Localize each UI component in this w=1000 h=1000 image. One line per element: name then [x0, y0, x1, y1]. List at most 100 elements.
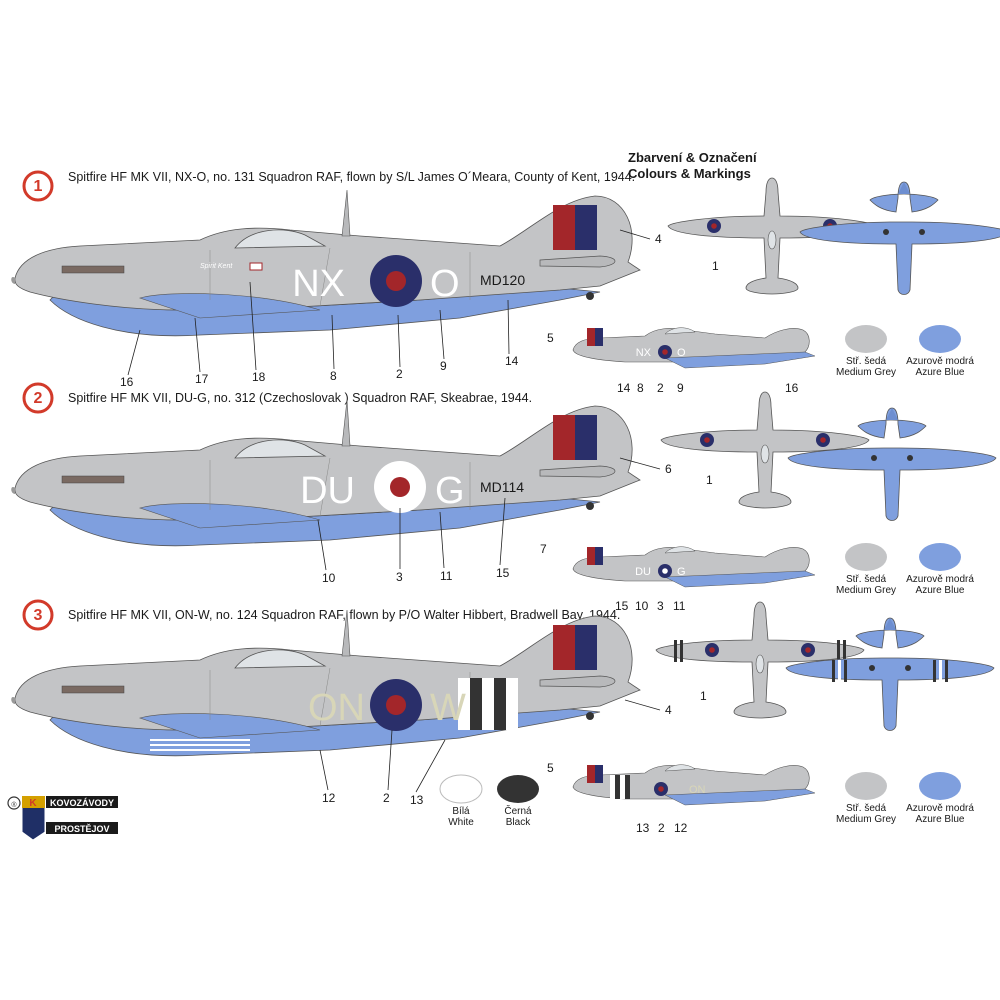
swatch-medium-grey — [845, 325, 887, 353]
callout-label: 13 — [410, 793, 424, 807]
callout-label: 2 — [383, 791, 390, 805]
swatch-label-en: Azure Blue — [916, 367, 965, 378]
kovozavody-logo: ® K KOVOZÁVODY PROSTĚJOV — [7, 795, 118, 841]
swatch-label-cz: Azurově modrá — [906, 574, 974, 585]
callout-label: 2 — [657, 381, 664, 395]
scheme-number: 2 — [34, 390, 43, 407]
swatch-label-cz: Stř. šedá — [846, 356, 886, 367]
swatch-label-en: White — [448, 817, 474, 828]
callout-label: 17 — [195, 372, 209, 386]
callout-label: 11 — [673, 599, 686, 613]
fin-flash-red — [553, 205, 575, 250]
callouts-small-3: 5 13 2 12 — [547, 761, 688, 835]
flag-marking — [249, 262, 263, 271]
callout-label: 9 — [677, 381, 684, 395]
swatch-label-cz: Bílá — [452, 806, 470, 817]
plan-view-bottom-2 — [787, 407, 997, 521]
scheme-title: Spitfire HF MK VII, NX-O, no. 131 Squadr… — [68, 170, 635, 184]
code-letters-left: ON — [308, 687, 365, 729]
logo-line-2: PROSTĚJOV — [54, 823, 109, 834]
callout-label: 5 — [547, 761, 554, 775]
side-profile-1: NX O MD120 Spirit Kent — [10, 189, 641, 337]
plan-view-top-3 — [655, 601, 865, 719]
callout-label: 7 — [540, 542, 547, 556]
callout-label: 1 — [706, 473, 713, 487]
callout-label: 4 — [665, 703, 672, 717]
code-letter-small: O — [677, 347, 686, 359]
scheme-2: 2 Spitfire HF MK VII, DU-G, no. 312 (Cze… — [10, 382, 997, 613]
callout-label: 3 — [657, 599, 664, 613]
callout-label: 3 — [396, 570, 403, 584]
code-letters-left: DU — [300, 470, 355, 512]
code-letter-small: G — [677, 566, 686, 578]
scheme-title: Spitfire HF MK VII, ON-W, no. 124 Squadr… — [68, 608, 620, 622]
fin-flash-blue — [575, 205, 597, 250]
logo-line-1: KOVOZÁVODY — [50, 798, 114, 808]
swatch-label-cz: Azurově modrá — [906, 803, 974, 814]
callout-label: 8 — [637, 381, 644, 395]
swatch-label-en: Medium Grey — [836, 814, 896, 825]
svg-text:®: ® — [11, 801, 17, 809]
swatch-azure-blue — [919, 325, 961, 353]
callout-label: 14 — [505, 354, 519, 368]
callouts-small-2: 7 15 10 3 11 — [540, 542, 686, 613]
callout-label: 2 — [658, 821, 665, 835]
callout-label: 10 — [635, 599, 649, 613]
plan-view-bottom-3 — [785, 617, 995, 731]
callouts-profile-2: 10 3 11 15 6 — [317, 457, 672, 585]
code-letters-left: NX — [292, 263, 345, 305]
callout-label: 12 — [674, 821, 688, 835]
side-profile-2: DU G MD114 — [10, 399, 641, 547]
code-letters-small: DU — [635, 566, 651, 578]
callout-label: 2 — [396, 367, 403, 381]
code-letter-right: G — [435, 470, 465, 512]
callout-label: 12 — [322, 791, 336, 805]
color-swatches-2: Stř. šedá Medium Grey Azurově modrá Azur… — [836, 543, 974, 596]
scheme-title: Spitfire HF MK VII, DU-G, no. 312 (Czech… — [68, 391, 532, 405]
header-title-en: Colours & Markings — [628, 166, 751, 181]
swatch-label-cz: Stř. šedá — [846, 574, 886, 585]
code-letter-right: O — [430, 263, 460, 305]
callout-label: 1 — [700, 689, 707, 703]
color-swatches-bw-3: Bílá White Černá Black — [439, 774, 539, 828]
callout-label: 10 — [322, 571, 336, 585]
code-letters-small: NX — [636, 347, 652, 359]
logo-mark: K — [29, 798, 37, 809]
scheme-number: 1 — [34, 178, 43, 195]
callouts-profile-1: 16 17 18 8 2 9 14 4 — [120, 229, 662, 389]
swatch-label-en: Azure Blue — [916, 814, 965, 825]
callout-label: 16 — [120, 375, 134, 389]
swatch-label-en: Black — [506, 817, 531, 828]
callouts-profile-3: 12 2 13 4 — [319, 699, 672, 807]
callouts-small-1: 5 14 8 2 9 16 — [547, 331, 799, 395]
profile-number-badge: 2 — [22, 382, 54, 414]
code-letters-small: ON — [689, 784, 706, 796]
fuselage-roundel — [370, 255, 422, 307]
callout-label: 15 — [496, 566, 510, 580]
callout-label: 1 — [712, 259, 719, 273]
color-swatches-1: Stř. šedá Medium Grey Azurově modrá Azur… — [836, 325, 974, 378]
callout-label: 4 — [655, 232, 662, 246]
callout-label: 9 — [440, 359, 447, 373]
scheme-3: 3 Spitfire HF MK VII, ON-W, no. 124 Squa… — [10, 599, 995, 835]
callout-label: 5 — [547, 331, 554, 345]
scheme-number: 3 — [34, 607, 43, 624]
callout-label: 15 — [615, 599, 629, 613]
color-swatches-3: Stř. šedá Medium Grey Azurově modrá Azur… — [836, 772, 974, 825]
callout-label: 6 — [665, 462, 672, 476]
callout-lines — [127, 229, 651, 376]
callout-label: 13 — [636, 821, 650, 835]
swatch-label-en: Medium Grey — [836, 367, 896, 378]
callout-label: 16 — [785, 381, 799, 395]
swatch-label-en: Azure Blue — [916, 585, 965, 596]
swatch-label-cz: Azurově modrá — [906, 356, 974, 367]
scheme-1: 1 Spitfire HF MK VII, NX-O, no. 131 Squa… — [10, 150, 1000, 395]
swatch-label-cz: Stř. šedá — [846, 803, 886, 814]
callout-label: 8 — [330, 369, 337, 383]
plan-view-bottom-1 — [799, 181, 1000, 295]
serial-number: MD114 — [480, 479, 524, 495]
code-letter-right: W — [430, 687, 466, 729]
callout-label: 18 — [252, 370, 266, 384]
serial-number: MD120 — [480, 272, 525, 288]
callout-label: 11 — [440, 569, 453, 583]
